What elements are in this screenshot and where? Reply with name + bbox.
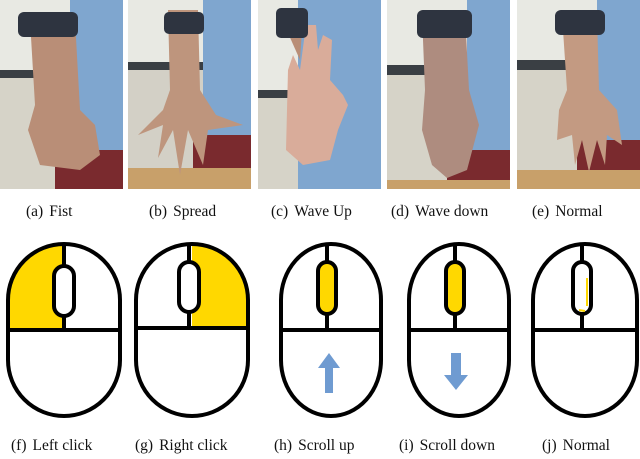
caption-right-click: (g)Right click	[135, 437, 228, 454]
photo-spread	[128, 0, 251, 189]
caption-wave-down: (d)Wave down	[391, 203, 489, 220]
caption-fist: (a)Fist	[26, 203, 73, 220]
mouse-scroll-down	[398, 240, 520, 420]
scroll-wheel	[52, 264, 76, 318]
caption-spread: (b)Spread	[149, 203, 217, 220]
photo-fist	[0, 0, 123, 189]
scroll-wheel-highlight	[444, 260, 466, 316]
arrow-up-icon	[318, 353, 340, 393]
arrow-down-icon	[444, 353, 468, 390]
caption-scroll-up: (h)Scroll up	[274, 437, 355, 454]
photo-wave-up	[258, 0, 381, 189]
caption-normal-gesture: (e)Normal	[532, 203, 603, 220]
scroll-wheel	[177, 260, 201, 314]
photo-wave-down	[387, 0, 510, 189]
mouse-normal	[524, 240, 640, 420]
scroll-wheel-highlight	[316, 260, 338, 316]
scroll-wheel	[571, 260, 593, 316]
mouse-right-click	[131, 240, 253, 420]
caption-normal-mouse: (j)Normal	[542, 437, 610, 454]
mouse-scroll-up	[270, 240, 392, 420]
caption-wave-up: (c)Wave Up	[271, 203, 352, 220]
caption-left-click: (f)Left click	[11, 437, 93, 454]
mouse-left-click	[3, 240, 125, 420]
photo-normal	[517, 0, 640, 189]
caption-scroll-down: (i)Scroll down	[399, 437, 495, 454]
